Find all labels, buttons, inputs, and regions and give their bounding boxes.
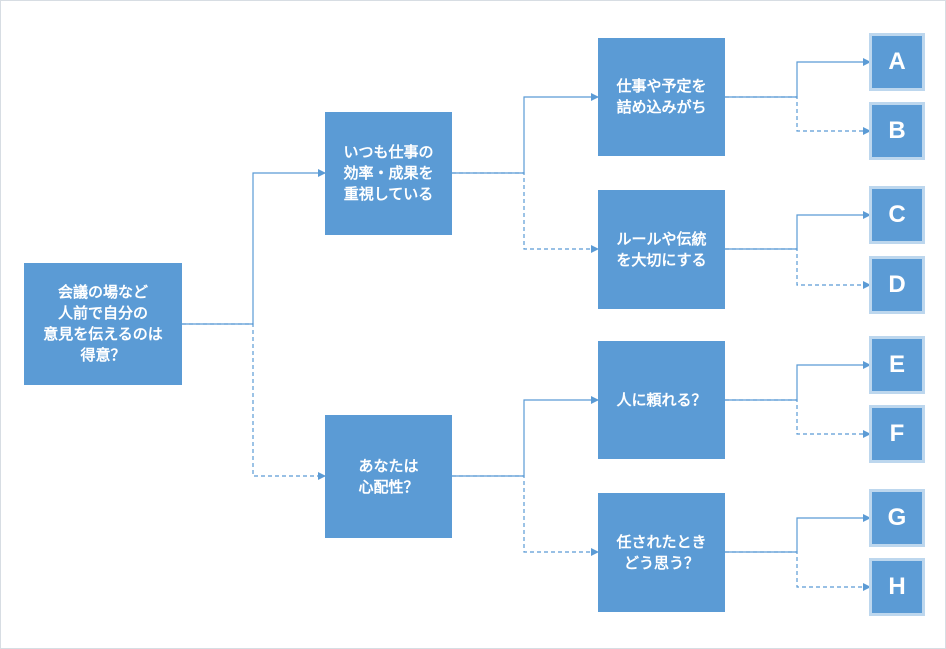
edge-q3-to-f	[725, 399, 871, 438]
question-efficiency: いつも仕事の 効率・成果を 重視している	[325, 112, 452, 235]
edge-q4-to-h	[725, 551, 871, 591]
result-f: F	[869, 405, 925, 463]
question-worrier: あなたは 心配性？	[325, 415, 452, 538]
question-overbooking: 仕事や予定を 詰め込みがち	[598, 38, 725, 156]
edge-q3-to-e	[725, 361, 871, 401]
result-c: C	[869, 186, 925, 244]
root-question: 会議の場など 人前で自分の 意見を伝えるのは 得意？	[24, 263, 182, 385]
edge-top-to-q2	[452, 172, 599, 253]
edge-bottom-to-q4	[452, 475, 599, 556]
result-g: G	[869, 489, 925, 547]
edge-bottom-to-q3	[452, 396, 599, 477]
edge-q1-to-a	[725, 58, 871, 98]
result-e: E	[869, 336, 925, 394]
result-a: A	[869, 33, 925, 91]
question-when-entrusted: 任されたとき どう思う？	[598, 493, 725, 612]
result-b: B	[869, 102, 925, 160]
question-tradition: ルールや伝統 を大切にする	[598, 190, 725, 309]
edge-root-to-top	[182, 169, 326, 325]
edge-q2-to-d	[725, 248, 871, 289]
edge-q4-to-g	[725, 514, 871, 553]
question-rely-on-others: 人に頼れる？	[598, 341, 725, 459]
edge-q1-to-b	[725, 96, 871, 135]
result-h: H	[869, 558, 925, 616]
edge-q2-to-c	[725, 211, 871, 250]
edge-root-to-bottom	[182, 323, 326, 480]
edge-top-to-q1	[452, 93, 599, 174]
result-d: D	[869, 256, 925, 314]
